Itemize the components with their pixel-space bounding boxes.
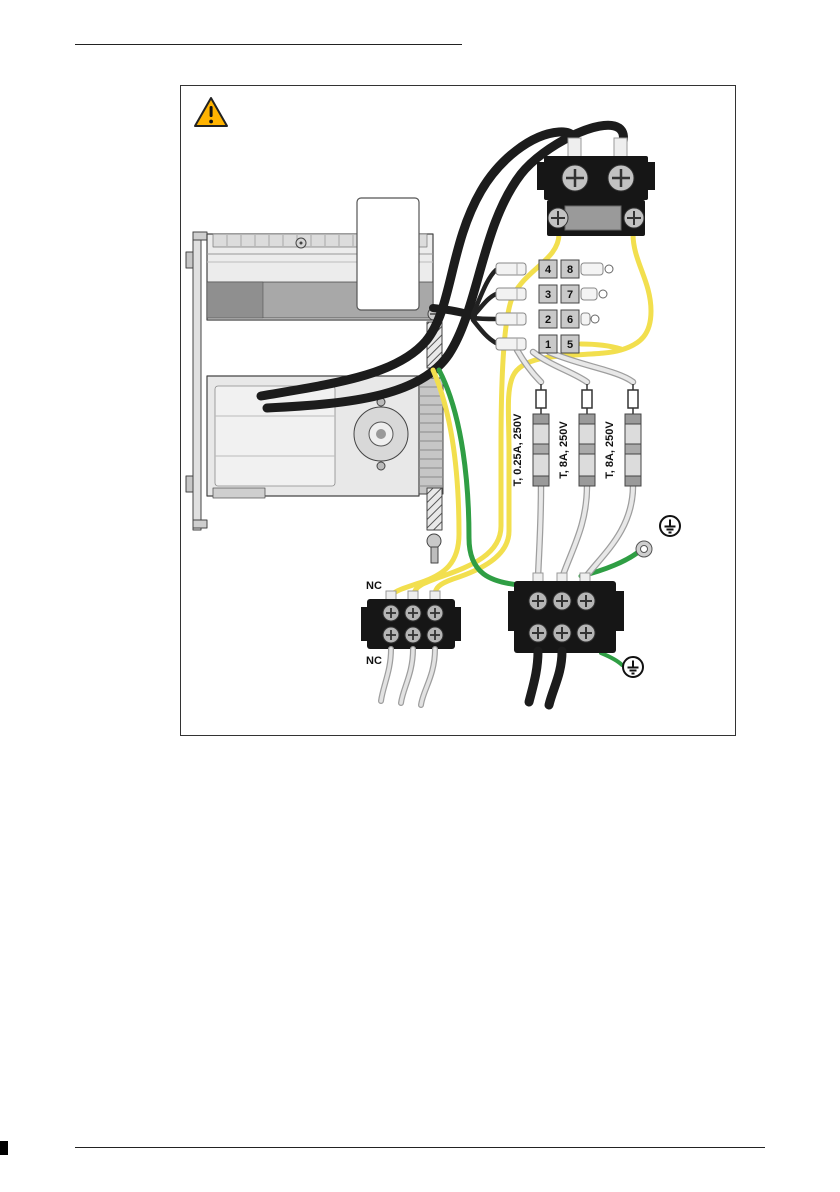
cable-channel [356, 197, 420, 311]
warning-icon [194, 97, 228, 127]
connector-8-label: 8 [567, 264, 573, 276]
connector-7-label: 7 [567, 289, 573, 301]
ground-icon-upper [659, 515, 681, 537]
footer-rule [75, 1147, 765, 1148]
fuse-1-label: T, 0.25A, 250V [512, 413, 524, 486]
fuse-2-label: T, 8A, 250V [558, 421, 570, 479]
ground-icon-lower [622, 656, 644, 678]
terminal-block-mains [508, 572, 624, 653]
fuse-1: T, 0.25A, 250V [512, 384, 550, 487]
ring-terminal [635, 540, 653, 558]
wiring-diagram-canvas: 4 3 2 1 8 7 6 5 [185, 97, 681, 710]
crimp-connectors-left [495, 262, 527, 351]
screw-terminal [607, 164, 635, 192]
cable-sleeve [567, 137, 582, 159]
mounting-bracket [185, 231, 208, 531]
header-rule [75, 44, 462, 45]
green-wire-main [436, 367, 529, 588]
crimp-connectors-right [580, 262, 614, 326]
cable-sleeve [613, 137, 628, 159]
terminal-block-top [537, 137, 655, 236]
connector-5-label: 5 [567, 339, 573, 351]
mains-output-cables [524, 646, 567, 710]
connector-3-label: 3 [545, 289, 551, 301]
gray-wires [378, 646, 438, 708]
power-cable-1 [256, 127, 580, 401]
power-cables [256, 120, 628, 413]
white-wires [513, 346, 637, 582]
screw-terminal [561, 164, 589, 192]
fuse-2: T, 8A, 250V [558, 384, 596, 487]
pump-bellows [418, 377, 444, 495]
connector-1-label: 1 [545, 339, 551, 351]
yellow-jumper-connector5 [578, 341, 624, 352]
fuse-3-label: T, 8A, 250V [604, 421, 616, 479]
connector-numbers: 4 3 2 1 8 7 6 5 [538, 259, 580, 354]
yellow-wires [388, 231, 654, 602]
screw-terminal [623, 207, 645, 229]
connector-6-label: 6 [567, 314, 573, 326]
connector-2-label: 2 [545, 314, 551, 326]
green-wire-lower [599, 651, 624, 667]
nc-label-bottom: NC [366, 655, 382, 667]
terminal-block-nc: NC NC [361, 580, 461, 667]
yellow-wire-3 [388, 367, 462, 602]
connector-block: 4 3 2 1 8 7 6 5 [495, 259, 614, 354]
wiring-diagram: 4 3 2 1 8 7 6 5 [180, 85, 736, 736]
cable-clamp-lower [426, 487, 443, 564]
nc-label-top: NC [366, 580, 382, 592]
fuse-3: T, 8A, 250V [604, 384, 642, 487]
signal-wire-bundle [429, 267, 499, 346]
page-edge-mark [0, 1141, 8, 1155]
yellow-wire-2 [432, 231, 654, 602]
power-cable-2 [262, 120, 628, 413]
screw-terminal [547, 207, 569, 229]
connector-4-label: 4 [545, 264, 552, 276]
